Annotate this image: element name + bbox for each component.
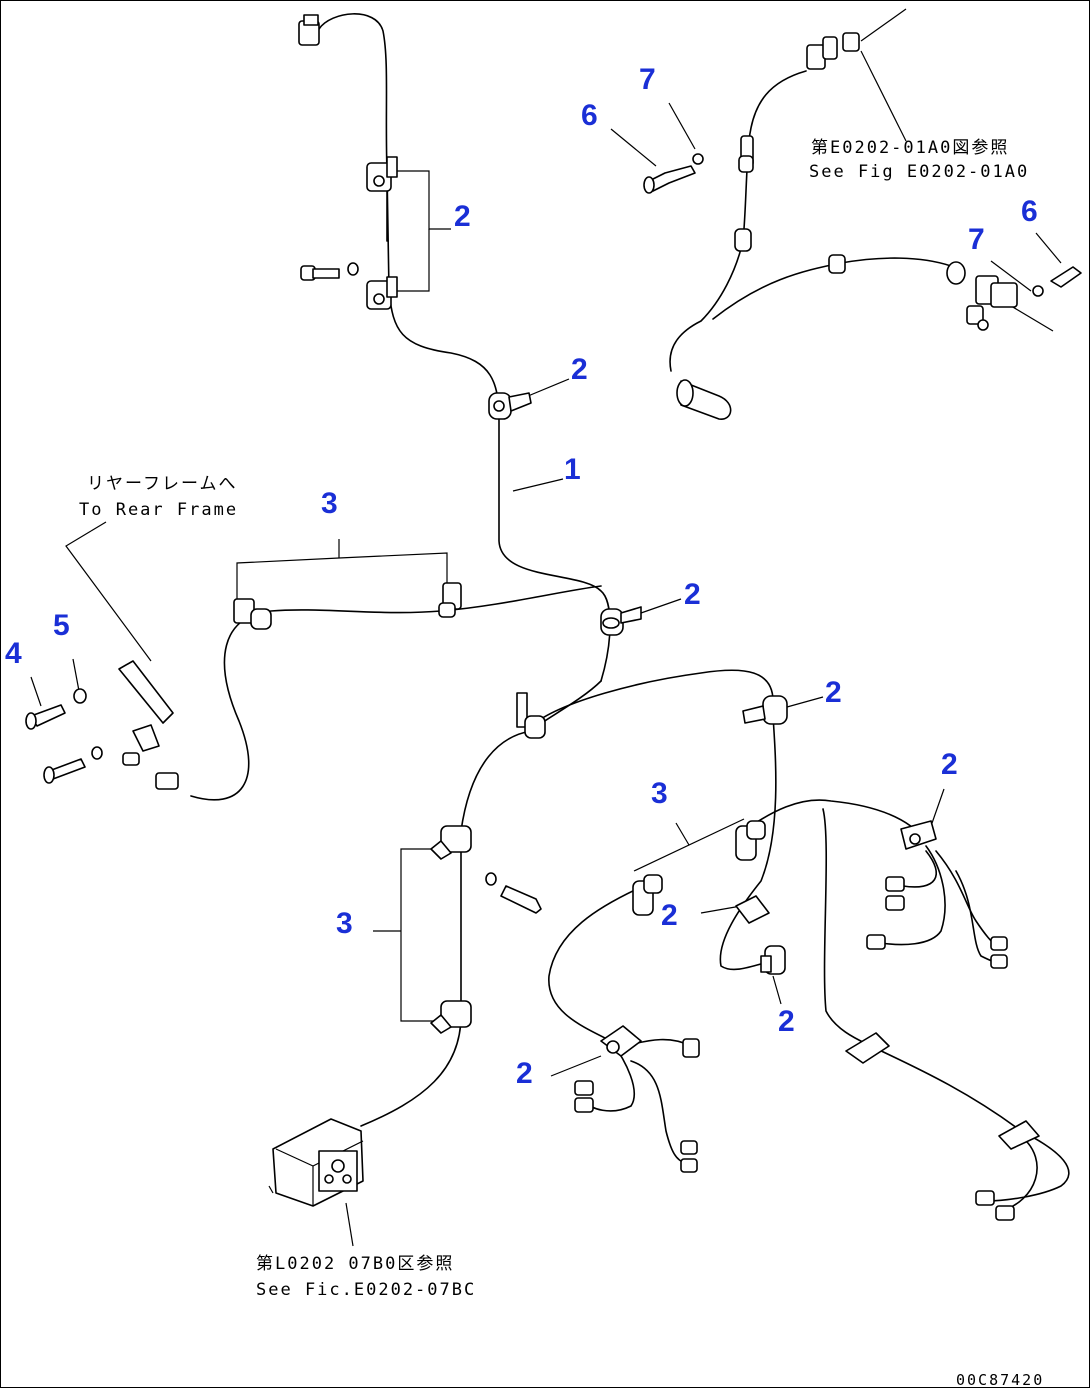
- clamp-misc-a: [845, 1032, 890, 1064]
- harness-wires: [190, 13, 1070, 1212]
- clamp-2a: [366, 156, 398, 192]
- bolt-4-b: [43, 746, 103, 784]
- bracket-plate: [118, 660, 174, 766]
- leader-lines: [30, 8, 1062, 1247]
- bolt-6-right: [1032, 266, 1082, 297]
- connector-top-left: [298, 14, 320, 46]
- callout-2-h: 2: [516, 1057, 533, 1090]
- callout-2-g: 2: [778, 1005, 795, 1038]
- note-rear-frame-en: To Rear Frame: [79, 500, 238, 520]
- bolt-tl: [300, 262, 359, 281]
- callout-2-b: 2: [571, 353, 588, 386]
- callout-2-e: 2: [941, 748, 958, 781]
- clamp-2j: [735, 895, 770, 924]
- clamp-3c: [233, 598, 272, 630]
- clamp-parts: [233, 135, 1040, 1150]
- controller-box: [268, 1118, 364, 1207]
- clamp-3a: [735, 820, 766, 861]
- sensor-cylinder: [676, 379, 732, 420]
- clamp-2e: [742, 695, 788, 725]
- clamp-2g: [430, 825, 472, 860]
- callout-1: 1: [564, 453, 581, 486]
- clamp-top-r: [738, 135, 754, 173]
- clamp-2d: [600, 606, 642, 636]
- clamp-top-r2: [734, 228, 752, 252]
- fasteners: [25, 153, 1082, 914]
- callout-3-c: 3: [336, 907, 353, 940]
- notes: 第E0202-01A0図参照 See Fig E0202-01A0 リヤーフレー…: [79, 138, 1044, 1389]
- connector-cluster-lower: [574, 1038, 700, 1173]
- connector-cluster-right: [866, 876, 1008, 969]
- callout-2-a: 2: [454, 200, 471, 233]
- callout-4: 4: [5, 637, 22, 670]
- connector-left-end: [155, 772, 179, 790]
- drawing-code: 00C87420: [956, 1371, 1044, 1389]
- clamp-3b: [632, 874, 663, 916]
- connector-top-right: [806, 32, 860, 70]
- bolt-4-a: [25, 688, 87, 730]
- connectors: [155, 14, 1018, 1221]
- bolt-center: [485, 872, 542, 914]
- note-bottom-ja: 第L0202 07B0区参照: [256, 1254, 454, 1274]
- callout-6-b: 6: [1021, 195, 1038, 228]
- clamp-2b: [366, 276, 398, 310]
- callout-2-f: 2: [661, 899, 678, 932]
- clamp-2i: [900, 820, 937, 850]
- callout-3-a: 3: [321, 487, 338, 520]
- clamp-2k: [760, 945, 786, 975]
- callout-2-d: 2: [825, 676, 842, 709]
- clamp-2f: [516, 692, 546, 739]
- bolt-6-top: [643, 153, 704, 194]
- callout-3-b: 3: [651, 777, 668, 810]
- clamp-2c: [488, 392, 532, 420]
- clamp-3d: [438, 582, 462, 618]
- callout-6-a: 6: [581, 99, 598, 132]
- clamp-2h: [430, 1000, 472, 1034]
- note-rear-frame-ja: リヤーフレームへ: [87, 474, 237, 494]
- connector-right-block: [946, 261, 1018, 331]
- note-bottom-en: See Fic.E0202-07BC: [256, 1280, 476, 1300]
- connector-far-right: [975, 1190, 1015, 1221]
- clamp-2l: [600, 1025, 642, 1057]
- callout-7-b: 7: [968, 223, 985, 256]
- callout-2-c: 2: [684, 578, 701, 611]
- note-top-right-ja: 第E0202-01A0図参照: [811, 138, 1009, 158]
- clamp-misc-b: [998, 1120, 1040, 1150]
- clamp-top-r3: [828, 254, 846, 274]
- callouts: 1 2 2 2 2 2 2 2 2 3 3 3 4 5 6 6 7 7: [5, 63, 1038, 1090]
- callout-5: 5: [53, 609, 70, 642]
- callout-7-a: 7: [639, 63, 656, 96]
- note-top-right-en: See Fig E0202-01A0: [809, 162, 1029, 182]
